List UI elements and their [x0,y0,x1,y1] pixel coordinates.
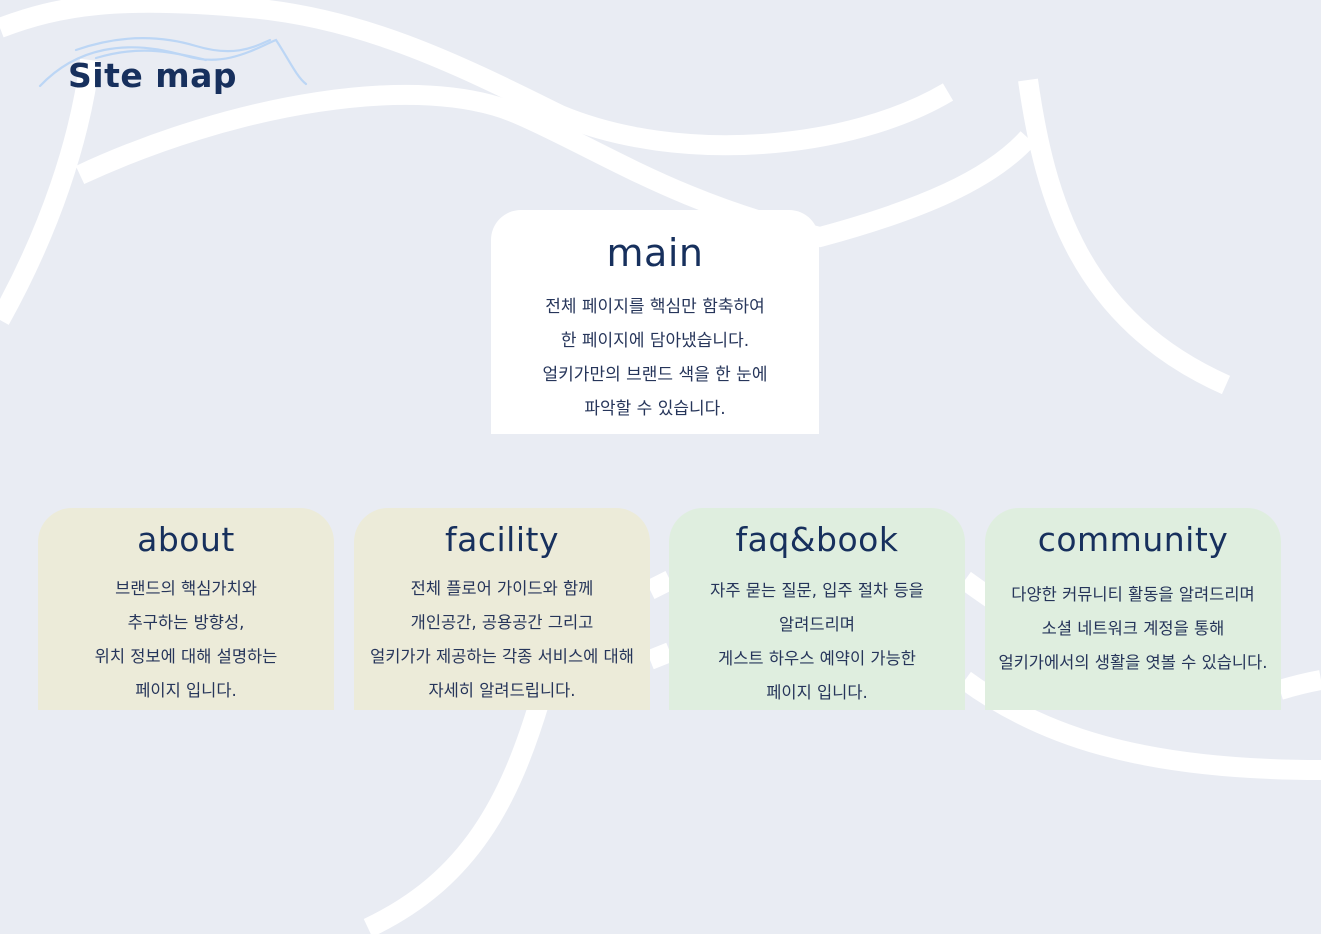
facility-card-line: 개인공간, 공용공간 그리고 [410,613,594,632]
curve-bottom-left [363,697,550,934]
main-card-line: 파악할 수 있습니다. [584,399,726,419]
main-card-line: 전체 페이지를 핵심만 함축하여 [545,297,765,317]
about-card-title: about [137,520,235,559]
faq-book-card-description: 자주 묻는 질문, 입주 절차 등을 알려드리며 게스트 하우스 예약이 가능한… [669,574,965,710]
community-card-line: 다양한 커뮤니티 활동을 알려드리며 [1011,585,1255,604]
faq-book-card-line: 게스트 하우스 예약이 가능한 [718,649,916,668]
page-title: Site map [68,56,237,95]
faq-book-card-line: 알려드리며 [779,615,855,634]
community-card-description: 다양한 커뮤니티 활동을 알려드리며 소셜 네트워크 계정을 통해 얼키가에서의… [985,578,1281,680]
main-card-description: 전체 페이지를 핵심만 함축하여 한 페이지에 담아냈습니다. 얼키가만의 브랜… [491,290,819,426]
about-card-line: 페이지 입니다. [135,681,237,700]
curve-mid-stripe-1 [645,571,675,599]
curve-left-sweep [75,84,1036,248]
community-card[interactable]: community 다양한 커뮤니티 활동을 알려드리며 소셜 네트워크 계정을… [985,508,1281,710]
about-card[interactable]: about 브랜드의 핵심가치와 추구하는 방향성, 위치 정보에 대해 설명하… [38,508,334,710]
curve-top-arc [0,0,954,156]
curve-left-drop [0,58,100,325]
community-card-title: community [1037,520,1229,559]
main-card-line: 얼키가만의 브랜드 색을 한 눈에 [542,365,768,385]
faq-book-card-line: 페이지 입니다. [766,683,868,702]
faq-book-card-line: 자주 묻는 질문, 입주 절차 등을 [710,581,924,600]
about-card-line: 추구하는 방향성, [127,613,245,632]
main-card-title: main [606,231,704,275]
community-card-line: 얼키가에서의 생활을 엿볼 수 있습니다. [998,653,1268,672]
about-card-line: 위치 정보에 대해 설명하는 [94,647,278,666]
main-card-line: 한 페이지에 담아냈습니다. [560,331,750,351]
faq-book-card[interactable]: faq&book 자주 묻는 질문, 입주 절차 등을 알려드리며 게스트 하우… [669,508,965,710]
about-card-description: 브랜드의 핵심가치와 추구하는 방향성, 위치 정보에 대해 설명하는 페이지 … [38,572,334,708]
facility-card-description: 전체 플로어 가이드와 함께 개인공간, 공용공간 그리고 얼키가가 제공하는 … [354,572,650,708]
curve-right-wave-3 [1277,670,1321,700]
main-card[interactable]: main 전체 페이지를 핵심만 함축하여 한 페이지에 담아냈습니다. 얼키가… [491,210,819,434]
title-wave-decoration [38,37,308,88]
curve-right-drop [1018,78,1231,395]
facility-card-title: facility [445,520,559,559]
facility-card[interactable]: facility 전체 플로어 가이드와 함께 개인공간, 공용공간 그리고 얼… [354,508,650,710]
faq-book-card-title: faq&book [735,520,899,559]
facility-card-line: 얼키가가 제공하는 각종 서비스에 대해 [370,647,634,666]
facility-card-line: 전체 플로어 가이드와 함께 [410,579,594,598]
about-card-line: 브랜드의 핵심가치와 [115,579,257,598]
facility-card-line: 자세히 알려드립니다. [428,681,576,700]
community-card-line: 소셜 네트워크 계정을 통해 [1041,619,1225,638]
curve-mid-stripe-2 [646,642,674,670]
